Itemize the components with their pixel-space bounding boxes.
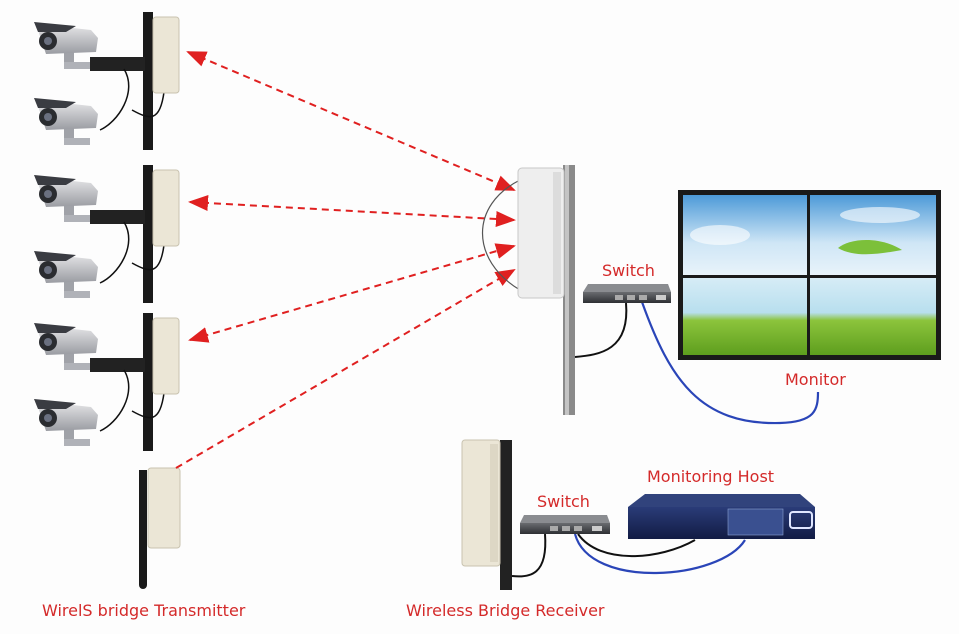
signal-arrow [188,195,516,227]
monitoring-host-label: Monitoring Host [647,467,775,486]
monitor-screen [810,278,936,355]
signal-arrow [175,268,516,469]
cctv-camera [34,251,98,298]
switch-device [520,515,610,534]
cctv-camera [34,98,98,145]
camera-transmitter-group [34,12,180,150]
cctv-camera [34,22,98,69]
wireless-signal-arrows [175,51,516,469]
camera-transmitter-group [34,313,180,451]
switch-device [583,284,671,303]
signal-arrow [188,243,516,343]
video-cable [640,301,820,425]
network-cable [577,533,696,558]
transmitter-label: WirelS bridge Transmitter [42,601,246,620]
camera-groups [34,12,180,451]
power-cable [511,533,547,578]
cctv-camera [34,399,98,446]
monitoring-host [628,494,815,539]
power-cable [574,302,628,358]
central-receiver-antenna [481,165,575,415]
video-cable [573,533,746,575]
monitor-screen [810,195,936,275]
bridge-transmitter-panel [152,16,180,94]
wireless-bridge-receiver [461,439,512,590]
switch-top-label: Switch [602,261,655,280]
switch-bottom-label: Switch [537,492,590,511]
signal-arrow [186,51,516,191]
wireless-bridge-transmitter [139,467,181,589]
bridge-transmitter-panel [152,317,180,395]
monitor-label: Monitor [785,370,846,389]
camera-transmitter-group [34,165,180,303]
cctv-camera [34,323,98,370]
cctv-camera [34,175,98,222]
receiver-label: Wireless Bridge Receiver [406,601,605,620]
monitor-video-wall [678,190,941,360]
monitor-screen [683,278,807,355]
bridge-transmitter-panel [152,169,180,247]
